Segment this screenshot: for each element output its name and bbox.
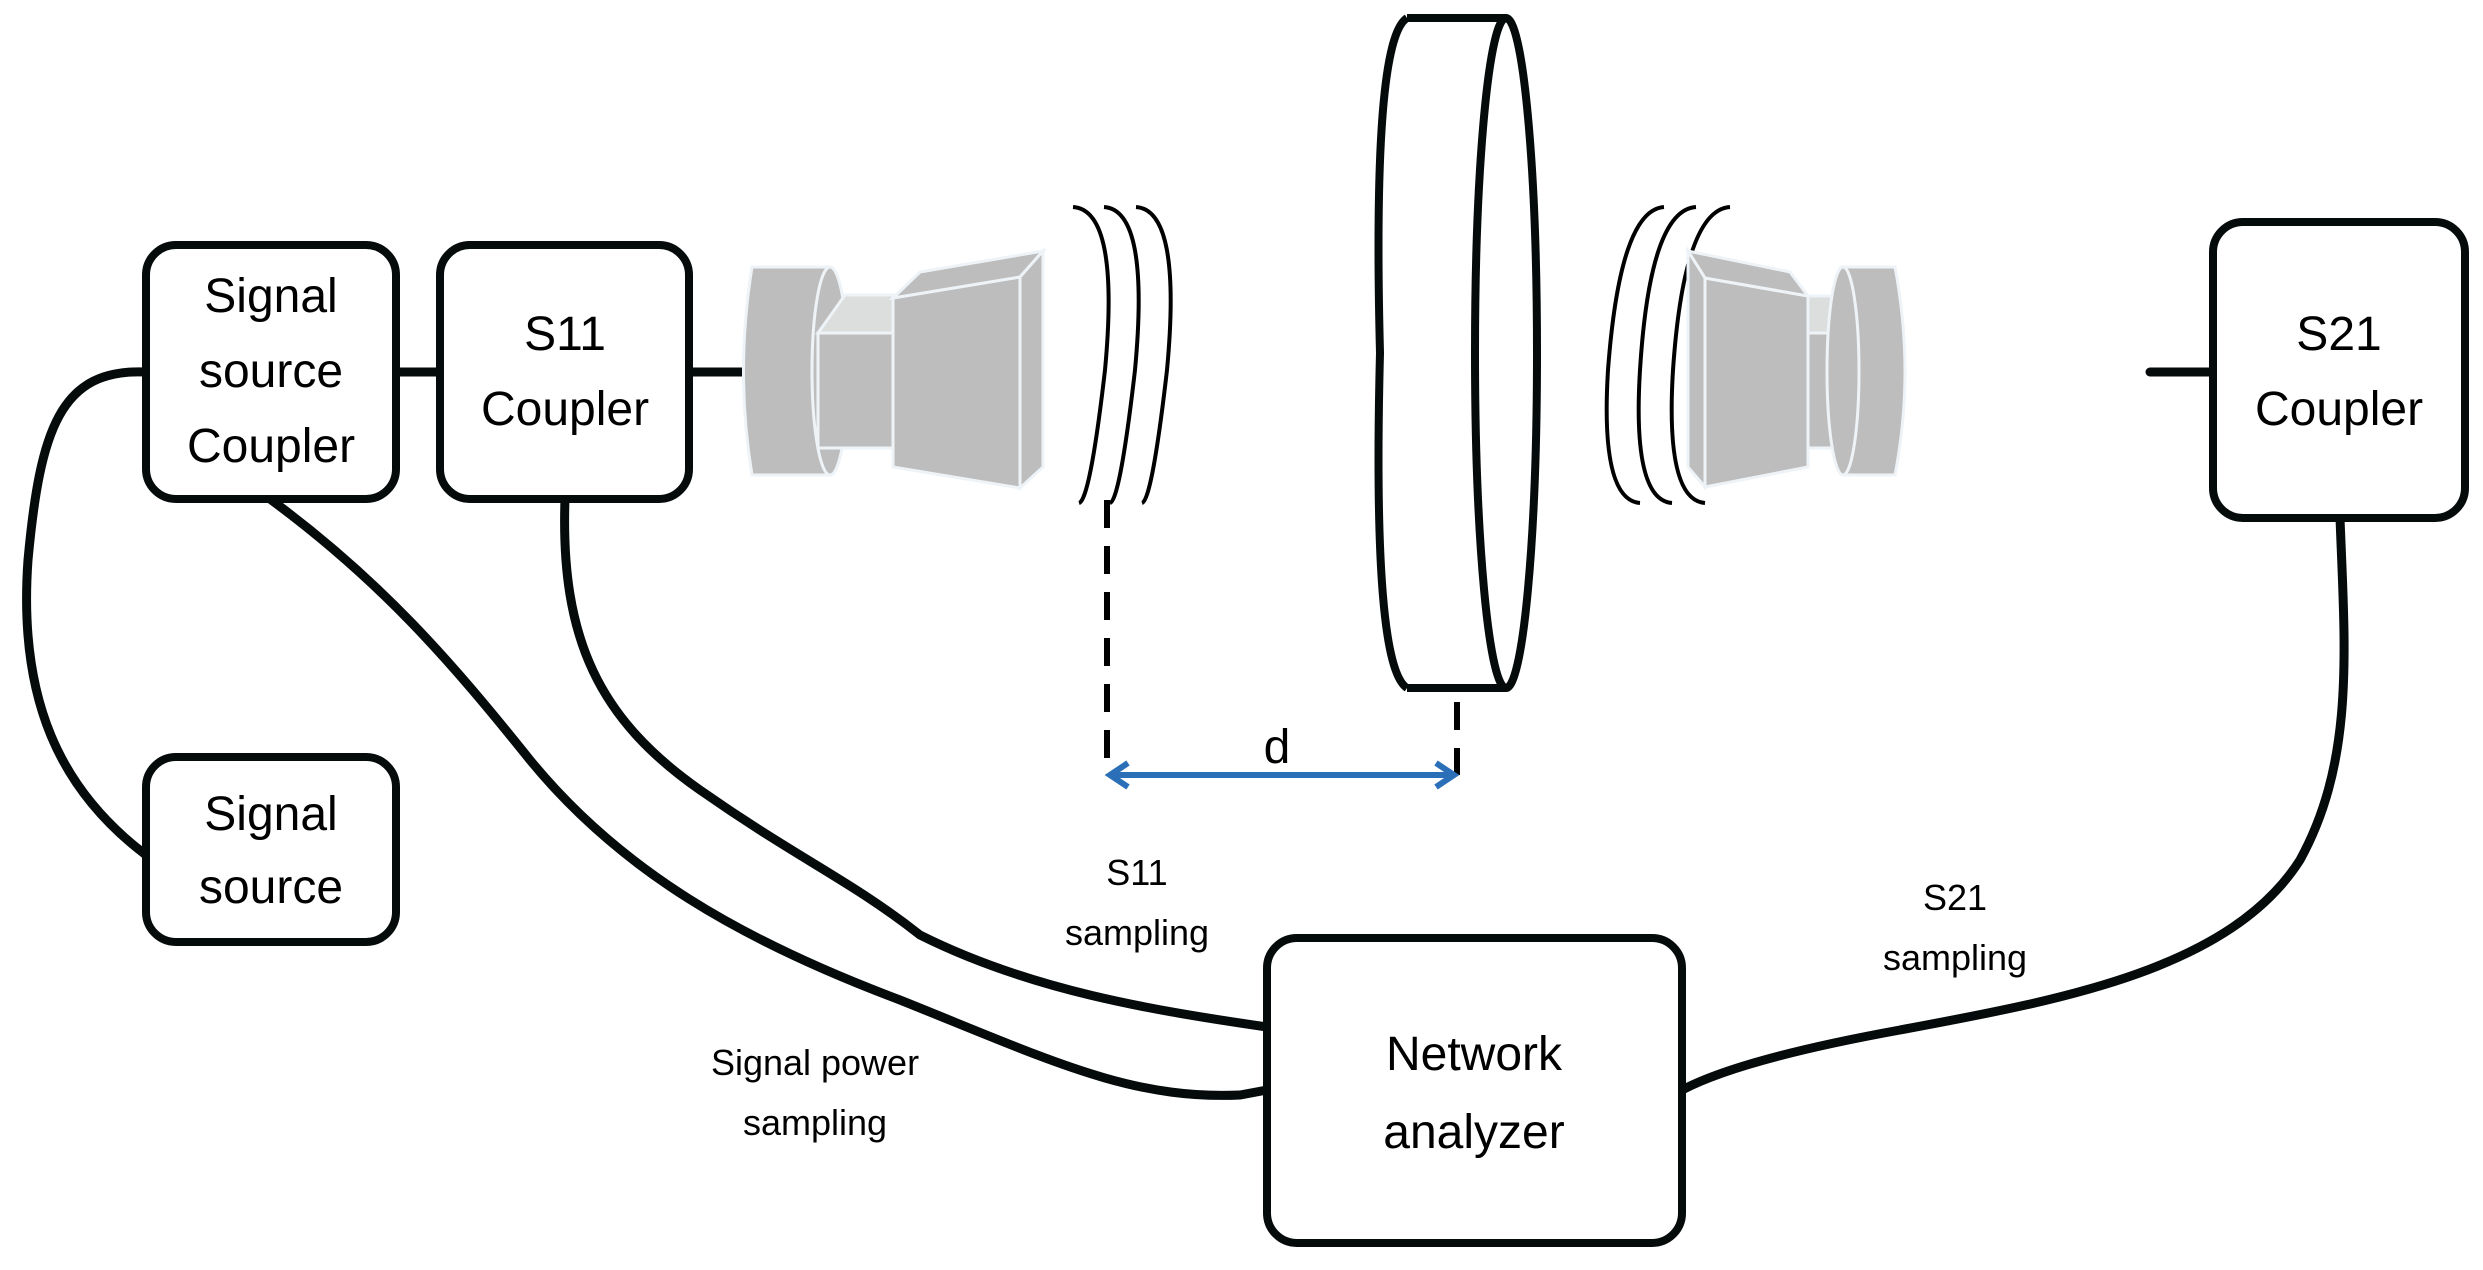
s21-coupler-box: S21 Coupler [2209,218,2469,522]
s21-coupler-label-2: Coupler [2255,383,2423,436]
rx-wave-icon [1604,205,1731,505]
sample-disk-icon [1374,14,1541,692]
signal-power-sampling-label-1: Signal power [711,1042,919,1083]
s11-coupler-box: S11 Coupler [436,241,693,503]
distance-arrow-left-head-icon [1104,760,1130,790]
signal-power-sampling-label-2: sampling [743,1102,887,1143]
tx-horn-antenna-icon [742,247,1047,492]
signal-source-coupler-box: Signal source Coupler [142,241,400,503]
cable-s11-sampling [560,494,1272,1032]
cable-s21-sampling [1677,513,2349,1095]
s11-sampling-label-2: sampling [1065,912,1209,953]
signal-source-coupler-label-2: source [199,345,343,398]
network-analyzer-label-1: Network [1386,1028,1563,1081]
cables [22,367,2349,1100]
distance-arrow-right-head-icon [1434,760,1460,790]
signal-source-coupler-label-1: Signal [204,270,337,323]
distance-label: d [1264,721,1291,774]
tx-wave-icon [1072,205,1173,505]
s11-coupler-label-2: Coupler [481,383,649,436]
cable-signal-power-sampling [265,494,1272,1100]
network-analyzer-box: Network analyzer [1263,934,1686,1247]
network-analyzer-label-2: analyzer [1383,1106,1564,1159]
signal-source-label-1: Signal [204,788,337,841]
s21-sampling-label-1: S21 [1923,877,1987,918]
signal-source-box: Signal source [142,753,400,946]
s21-coupler-label-1: S21 [2296,308,2381,361]
signal-source-label-2: source [199,861,343,914]
distance-dimension: d [1104,500,1460,790]
cable-source-to-coupler [22,367,151,860]
s11-sampling-label-1: S11 [1106,852,1167,893]
s11-coupler-label-1: S11 [524,308,606,361]
s21-sampling-label-2: sampling [1883,937,2027,978]
signal-source-coupler-label-3: Coupler [187,420,355,473]
rx-horn-antenna-icon [1684,245,1907,492]
